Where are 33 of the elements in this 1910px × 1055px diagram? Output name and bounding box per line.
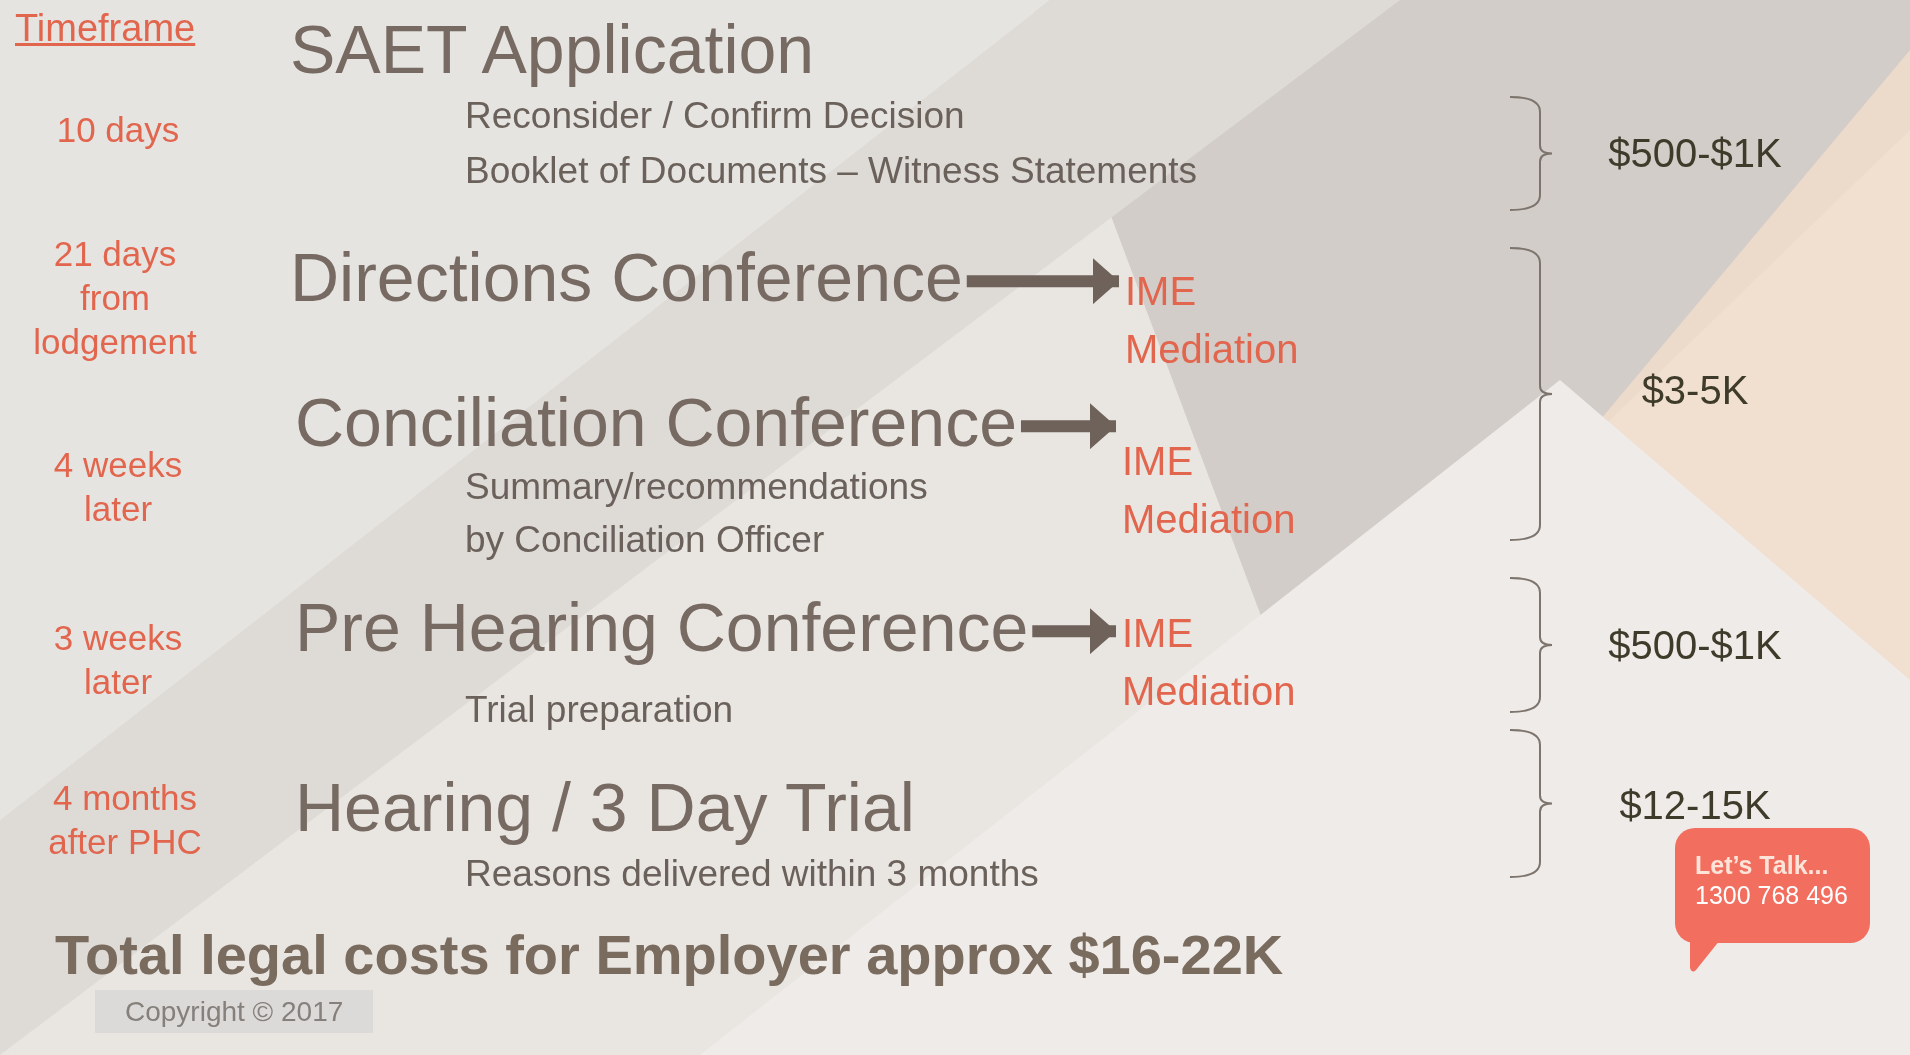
timeframe-label: 3 weeks later <box>52 617 184 703</box>
timeframe-label: 4 months after PHC <box>47 777 203 863</box>
bubble-heading: Let’s Talk... <box>1695 850 1830 880</box>
outcome-text: Mediation <box>1122 668 1296 715</box>
stage-title: Conciliation Conference <box>295 385 1017 460</box>
cost-label: $12-15K <box>1618 782 1772 829</box>
cost-label: $500-$1K <box>1607 622 1783 669</box>
timeframe-label: 10 days <box>55 109 181 151</box>
phone-number: 1300 768 496 <box>1695 880 1849 910</box>
outcome-text: Mediation <box>1125 326 1299 373</box>
stage-title: SAET Application <box>290 12 816 87</box>
stage-detail: Booklet of Documents – Witness Statements <box>464 149 1198 194</box>
column-heading: Timeframe <box>15 6 196 51</box>
stage-detail: Trial preparation <box>464 687 735 732</box>
arrow <box>1020 403 1116 450</box>
outcome-text: IME <box>1125 268 1198 315</box>
outcome-text: Mediation <box>1122 496 1296 543</box>
timeframe-label: 21 days from lodgement <box>32 233 198 363</box>
stage-title: Directions Conference <box>290 240 963 315</box>
arrow <box>1032 608 1116 655</box>
copyright-text: Copyright © 2017 <box>95 990 374 1033</box>
total-cost-text: Total legal costs for Employer approx $16-22K <box>55 922 1284 988</box>
arrow <box>966 258 1119 305</box>
outcome-text: IME <box>1122 438 1195 485</box>
timeframe-label: 4 weeks later <box>52 444 184 530</box>
cost-label: $500-$1K <box>1607 130 1783 177</box>
stage-detail: Summary/recommendations by Conciliation Officer <box>464 464 929 563</box>
stage-detail: Reasons delivered within 3 months <box>464 851 1039 896</box>
stage-detail: Reconsider / Confirm Decision <box>464 93 966 138</box>
stage-title: Pre Hearing Conference <box>295 590 1029 665</box>
cost-label: $3-5K <box>1640 367 1750 414</box>
stage-title: Hearing / 3 Day Trial <box>295 770 916 845</box>
outcome-text: IME <box>1122 610 1195 657</box>
